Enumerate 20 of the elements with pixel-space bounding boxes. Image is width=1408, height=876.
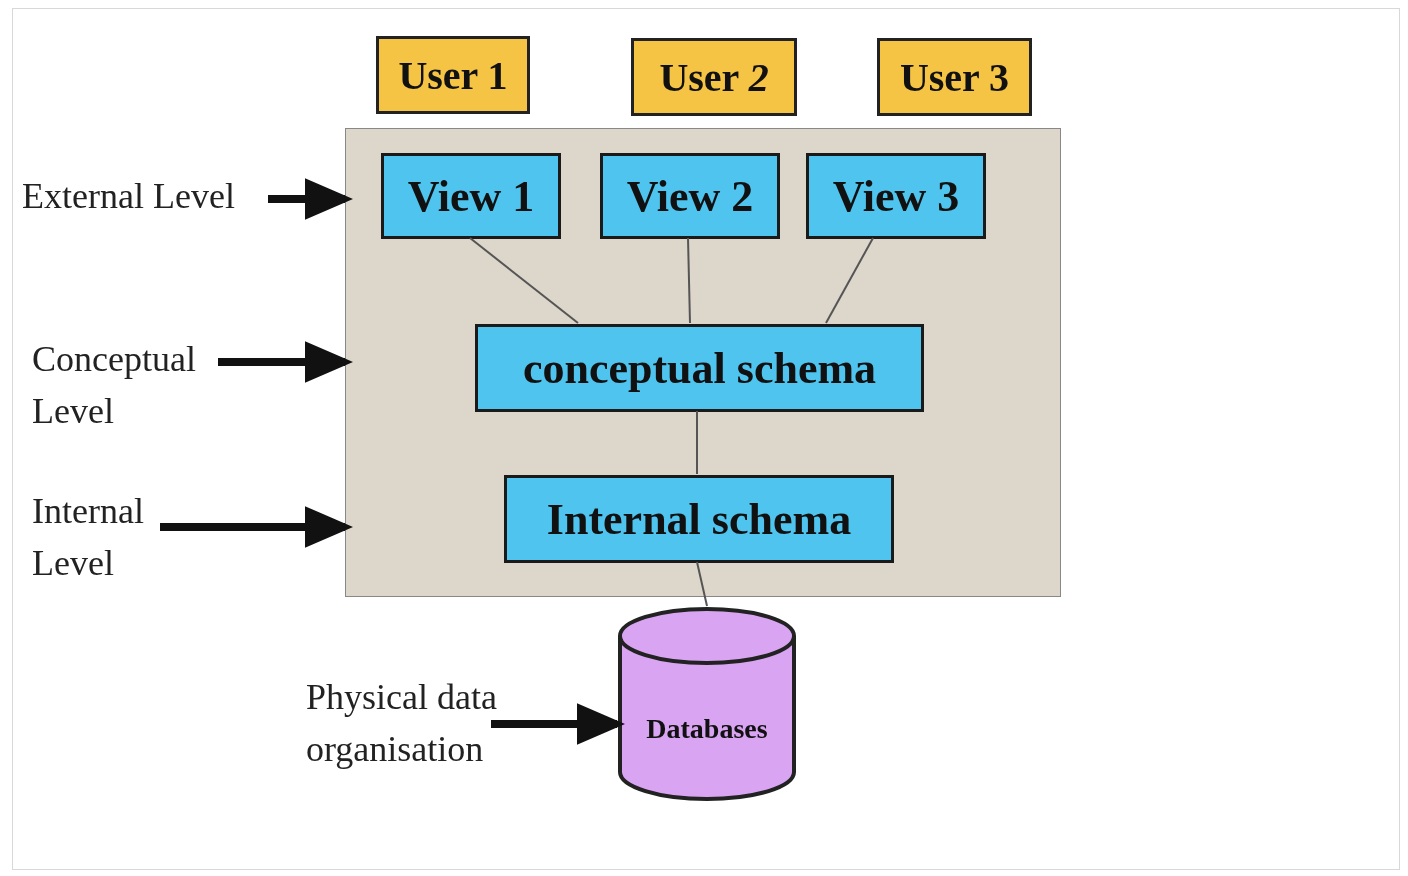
- level-label: External Level: [22, 166, 262, 226]
- arrow: [268, 178, 353, 220]
- connector-line: [825, 237, 874, 324]
- level-label: Physical data organisation: [306, 668, 521, 778]
- dbms-panel: [345, 128, 1061, 597]
- connector-line: [696, 561, 708, 607]
- user-box: User 1: [376, 36, 530, 114]
- schema-box: View 1: [381, 153, 561, 239]
- user-box: User 3: [877, 38, 1032, 116]
- connector-line: [696, 410, 698, 475]
- schema-box: View 2: [600, 153, 780, 239]
- schema-box: View 3: [806, 153, 986, 239]
- schema-box: Internal schema: [504, 475, 894, 563]
- level-label: Conceptual Level: [32, 330, 217, 440]
- database-label: Databases: [646, 713, 768, 745]
- level-label: Internal Level: [32, 482, 162, 592]
- connector-line: [469, 237, 579, 324]
- schema-box: conceptual schema: [475, 324, 924, 412]
- user-box: User 2: [631, 38, 797, 116]
- connector-line: [687, 237, 691, 324]
